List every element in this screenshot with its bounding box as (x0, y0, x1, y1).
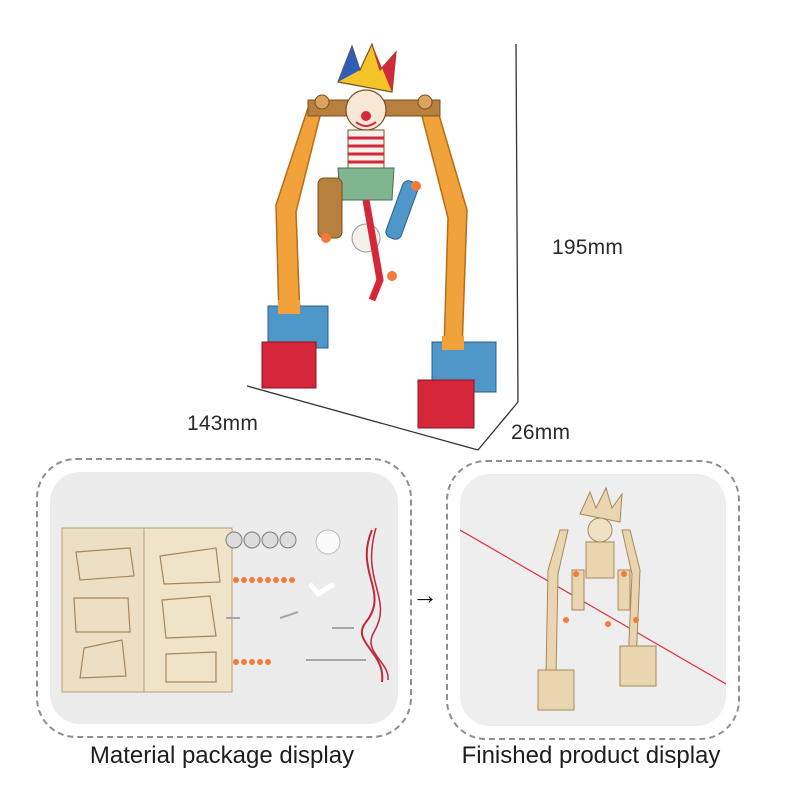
material-package-caption: Material package display (89, 742, 355, 769)
finished-toy-image (460, 474, 726, 726)
depth-dimension-label: 26mm (511, 421, 571, 444)
finished-product-caption: Finished product display (461, 742, 721, 769)
arrow-icon: → (412, 580, 438, 610)
dimension-lines (246, 43, 519, 451)
material-kit-image (50, 472, 398, 724)
clown-toy-image (261, 42, 497, 429)
finished-product-panel (446, 460, 740, 740)
width-dimension-label: 143mm (187, 412, 259, 435)
material-package-panel (36, 458, 412, 738)
height-dimension-label: 195mm (552, 236, 624, 259)
